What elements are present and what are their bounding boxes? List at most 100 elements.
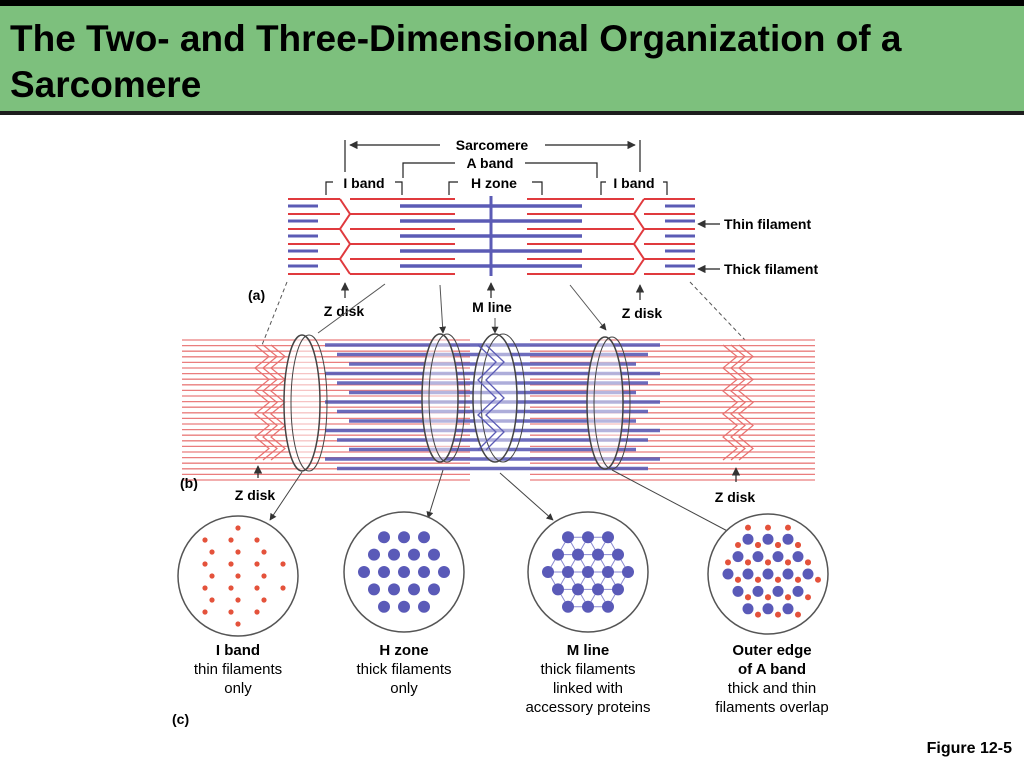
thin-filament-dot (254, 561, 260, 567)
z-disk-lattice (738, 344, 754, 461)
thick-filament-dot (762, 533, 774, 545)
thick-filament-dot (378, 566, 390, 578)
thin-filament-dot (755, 611, 761, 618)
thick-filament-dot (582, 566, 594, 578)
thick-filament-dot (368, 548, 380, 561)
thick-filament-dot (592, 583, 604, 596)
z-disk-lattice (722, 344, 738, 461)
thin-filament-dot (745, 559, 751, 566)
section-h-zone-line2: only (390, 680, 418, 697)
thin-filament-dot (775, 576, 781, 583)
thin-filament-dot (254, 609, 260, 615)
thin-filament-dot (755, 542, 761, 548)
thin-filament-dot (228, 585, 234, 591)
thin-filament-dot (735, 576, 741, 583)
thick-filament-dot (732, 585, 744, 597)
section-m-line-line2: linked with (553, 680, 623, 697)
thin-filament-dot (235, 525, 241, 531)
projection-lines (261, 281, 746, 346)
thick-filament-dot (592, 548, 604, 561)
thick-filament-dot (752, 585, 764, 597)
thin-filament-dot (280, 585, 286, 591)
sarcomere-label: Sarcomere (456, 137, 529, 153)
a-band-cross-section-dots (722, 524, 821, 618)
thick-filament-dot (572, 583, 584, 596)
thin-filament-dot (805, 594, 811, 601)
thick-filament-dot (552, 548, 564, 561)
thin-filament-dot (202, 561, 208, 567)
m-line-lattice-3d (477, 344, 505, 451)
thin-filament-dot (745, 524, 751, 531)
thick-filament-dot (358, 566, 370, 578)
thick-filament-dot (428, 583, 440, 596)
thin-filament-dot (280, 561, 286, 567)
z-disk-b-right-label: Z disk (715, 489, 756, 505)
thick-filament-dot (562, 566, 574, 578)
section-h-zone-line1: thick filaments (356, 661, 451, 678)
thin-filament-dot (228, 561, 234, 567)
thick-filament-label: Thick filament (724, 261, 818, 277)
thick-filament-dot (732, 551, 744, 563)
panel-c: I band thin filaments only H zone thick … (172, 511, 829, 727)
thick-filament-dot (742, 603, 754, 615)
thick-filament-dot (602, 531, 614, 544)
i-band-left-label: I band (343, 175, 384, 191)
thick-filament-dot (602, 600, 614, 613)
thick-filament-dot (772, 551, 784, 563)
section-m-line-line1: thick filaments (540, 661, 635, 678)
section-m-line-title: M line (567, 642, 610, 659)
panel-a-dimension-lines (325, 140, 668, 195)
thin-filament-dot (735, 542, 741, 548)
thick-filament-dot (398, 566, 410, 578)
thin-filament-dot (254, 537, 260, 543)
cross-section-pointers (269, 469, 736, 536)
z-disk-zigzag (338, 198, 352, 275)
thick-filament-dot (782, 568, 794, 580)
thick-filament-dot (418, 566, 430, 578)
panel-b-label: (b) (180, 475, 198, 491)
thin-filament-dot (261, 573, 267, 579)
thick-filament-dot (802, 568, 814, 580)
thin-filament-dot (235, 573, 241, 579)
thin-filament-dot (235, 549, 241, 555)
thick-filament-dot (612, 583, 624, 596)
z-disk-b-left-label: Z disk (235, 487, 276, 503)
thin-filament-dot (755, 576, 761, 583)
m-line-label: M line (472, 299, 512, 315)
h-zone-label: H zone (471, 175, 517, 191)
z-disk-lattice (254, 344, 270, 461)
thick-filament-dot (408, 583, 420, 596)
thick-filament-dot (762, 603, 774, 615)
thin-filament-dot (228, 609, 234, 615)
thin-filament-dot (202, 537, 208, 543)
section-i-band-line1: thin filaments (194, 661, 282, 678)
thick-filament-dot (388, 583, 400, 596)
thin-filament-dot (261, 597, 267, 603)
thin-filament-dot (805, 559, 811, 566)
thick-filament-dot (582, 531, 594, 544)
section-a-band-title2: of A band (738, 661, 806, 678)
section-a-band-line2: filaments overlap (715, 699, 828, 716)
thick-filament-dot (742, 533, 754, 545)
thick-filament-dot (752, 551, 764, 563)
thin-filament-dot (254, 585, 260, 591)
thin-filaments-2d (288, 198, 695, 275)
thin-filament-dot (202, 609, 208, 615)
thick-filament-dot (562, 600, 574, 613)
thin-filament-dot (209, 549, 215, 555)
thin-filament-dot (745, 594, 751, 601)
thin-filament-dot (235, 597, 241, 603)
a-band-label: A band (467, 155, 514, 171)
figure-label: Figure 12-5 (926, 740, 1012, 757)
panel-c-label: (c) (172, 711, 189, 727)
thin-filament-dot (785, 559, 791, 566)
thick-filament-dot (418, 600, 430, 613)
thick-filament-dot (622, 566, 634, 578)
title-bar: The Two- and Three-Dimensional Organizat… (0, 0, 1024, 115)
thick-filament-dot (398, 531, 410, 544)
thick-filament-dot (762, 568, 774, 580)
thin-filaments-3d (182, 339, 815, 481)
cross-section-planes (283, 333, 631, 472)
thin-filament-dot (815, 576, 821, 583)
i-band-cross-section-dots (202, 525, 286, 627)
